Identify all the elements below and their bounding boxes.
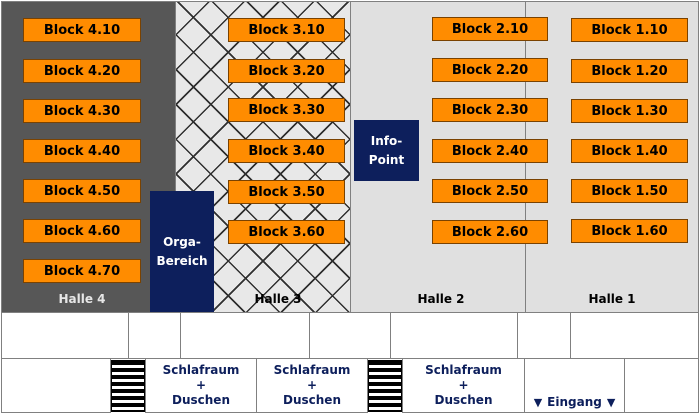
block-4-50[interactable]: Block 4.50	[23, 179, 141, 203]
entrance-label: Eingang	[547, 395, 602, 409]
bottom-cell	[1, 358, 111, 413]
block-3-20[interactable]: Block 3.20	[228, 59, 345, 83]
block-4-60[interactable]: Block 4.60	[23, 219, 141, 243]
block-1-50[interactable]: Block 1.50	[571, 179, 688, 203]
block-3-30[interactable]: Block 3.30	[228, 98, 345, 122]
entrance-row: ▼ Eingang ▼	[525, 395, 624, 409]
hall-1-label: Halle 1	[588, 292, 636, 306]
block-2-30[interactable]: Block 2.30	[432, 98, 548, 122]
hall-3-label: Halle 3	[254, 292, 302, 306]
corridor-cell	[1, 312, 129, 359]
orga-bereich[interactable]: Orga- Bereich	[150, 191, 214, 312]
schlafraum-duschen-1[interactable]: Schlafraum + Duschen	[145, 358, 257, 413]
arrow-down-icon: ▼	[533, 395, 543, 409]
corridor-cell	[180, 312, 310, 359]
block-4-20[interactable]: Block 4.20	[23, 59, 141, 83]
stairs-icon	[111, 360, 145, 412]
bottom-cell	[624, 358, 699, 413]
block-3-40[interactable]: Block 3.40	[228, 139, 345, 163]
entrance-area[interactable]: ▼ Eingang ▼	[524, 358, 625, 413]
hall-4-label: Halle 4	[58, 292, 106, 306]
block-4-10[interactable]: Block 4.10	[23, 18, 141, 42]
block-2-40[interactable]: Block 2.40	[432, 139, 548, 163]
corridor-cell	[570, 312, 699, 359]
block-1-60[interactable]: Block 1.60	[571, 219, 688, 243]
stairs-icon	[368, 360, 402, 412]
hall-2-label: Halle 2	[417, 292, 465, 306]
block-3-10[interactable]: Block 3.10	[228, 18, 345, 42]
corridor-cell	[517, 312, 571, 359]
corridor-cell	[309, 312, 391, 359]
block-3-50[interactable]: Block 3.50	[228, 180, 345, 204]
block-1-30[interactable]: Block 1.30	[571, 99, 688, 123]
info-point[interactable]: Info- Point	[354, 120, 419, 181]
block-1-40[interactable]: Block 1.40	[571, 139, 688, 163]
block-4-70[interactable]: Block 4.70	[23, 259, 141, 283]
block-2-50[interactable]: Block 2.50	[432, 179, 548, 203]
corridor-cell	[390, 312, 518, 359]
arrow-down-icon: ▼	[606, 395, 616, 409]
schlafraum-duschen-3[interactable]: Schlafraum + Duschen	[402, 358, 525, 413]
block-4-40[interactable]: Block 4.40	[23, 139, 141, 163]
block-1-20[interactable]: Block 1.20	[571, 59, 688, 83]
schlafraum-duschen-2[interactable]: Schlafraum + Duschen	[256, 358, 368, 413]
block-2-60[interactable]: Block 2.60	[432, 220, 548, 244]
block-3-60[interactable]: Block 3.60	[228, 220, 345, 244]
block-4-30[interactable]: Block 4.30	[23, 99, 141, 123]
corridor-cell	[128, 312, 181, 359]
block-2-20[interactable]: Block 2.20	[432, 58, 548, 82]
block-1-10[interactable]: Block 1.10	[571, 18, 688, 42]
block-2-10[interactable]: Block 2.10	[432, 17, 548, 41]
